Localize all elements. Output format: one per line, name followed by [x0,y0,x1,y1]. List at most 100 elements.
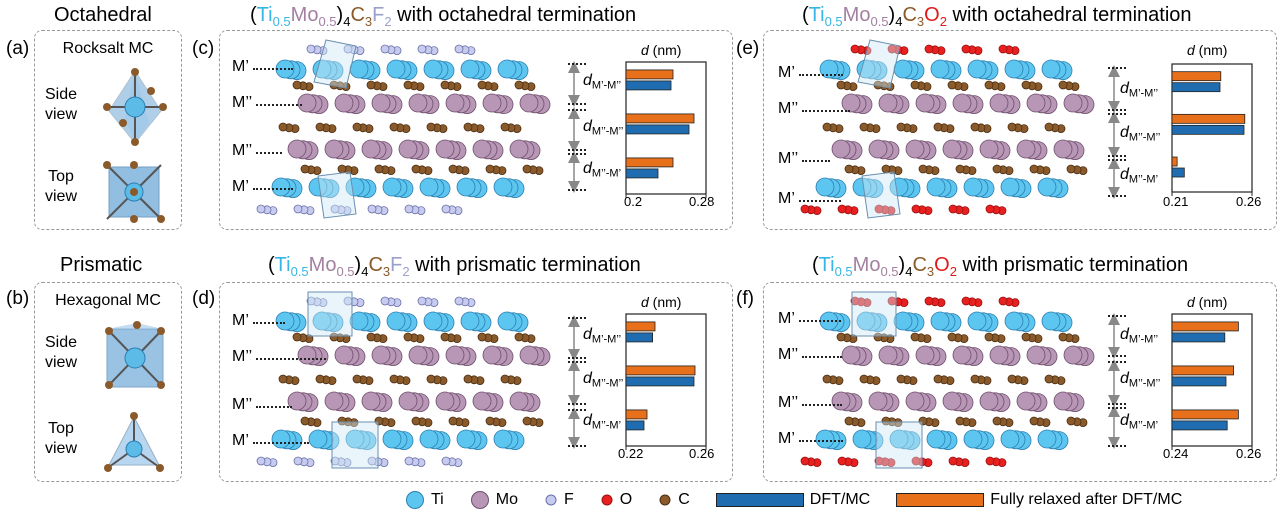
panel-d-layer-1: M’ [232,312,285,329]
mo-atom [979,139,999,159]
panel-c-layer-4: M’ [232,178,293,195]
legend-c: C [678,491,690,508]
ti-atom [460,59,480,79]
panel-b-structure: Hexagonal MC [55,292,161,309]
ti-atom [271,177,291,197]
c-atom [1044,122,1054,132]
coordination-polyhedron [875,421,923,469]
ti-atom [345,177,365,197]
mo-atom [297,93,317,113]
panel-d-tick-min: 0.22 [618,446,644,461]
panel-e-d-label-1: dM’-M’’ [1120,80,1159,100]
ti-atom [275,311,295,331]
ti-atom [926,177,946,197]
panel-c-d-label-2: dM’’-M’’ [583,118,624,138]
dft-bar [625,80,672,91]
c-atom [337,416,347,426]
mo-atom [1063,345,1083,365]
c-atom [970,374,980,384]
f-atom [404,456,414,466]
mo-atom [905,391,925,411]
ti-atom [1041,59,1061,79]
mo-atom [878,345,898,365]
f-atom [306,296,316,306]
mo-atom [519,93,539,113]
mo-atom [989,93,1009,113]
o-atom [837,456,847,466]
dft-bar [1171,82,1221,93]
mo-atom [1026,345,1046,365]
panel-e-layer-1: M’ [778,64,843,81]
c-atom [477,332,487,342]
panel-d-bar-chart [625,313,707,450]
coordination-polyhedron [857,39,901,89]
panel-f-layer-4: M’ [778,430,843,447]
mo-atom [868,391,888,411]
panel-d-label: (d) [192,288,216,309]
c-atom [1007,122,1017,132]
panel-b-top-label: Top view [44,420,77,457]
ti-atom [382,429,402,449]
mo-atom [371,93,391,113]
mo-atom [408,93,428,113]
ti-atom [889,177,909,197]
panel-f-d-label-3: dM’’-M’ [1120,412,1159,432]
relaxed-bar [625,113,695,124]
mo-atom [1016,391,1036,411]
mo-atom [878,93,898,113]
panel-e-title: (Ti0.5Mo0.5)4C3O2 with octahedral termin… [802,4,1192,29]
c-atom [1021,332,1031,342]
panel-e-bar-chart [1171,63,1253,196]
c-atom [859,122,869,132]
panel-f-layer-3: M’’ [778,394,843,411]
panel-c-box [219,30,733,230]
o-atom [924,44,934,54]
panel-e-d-label-3: dM’’-M’ [1120,166,1159,186]
c-atom [836,80,846,90]
mo-atom [1016,139,1036,159]
o-atom [874,204,884,214]
ti-atom [497,59,517,79]
mo-atom [334,93,354,113]
relaxed-bar [1171,409,1239,420]
panel-d-layer-2: M’’ [232,348,327,365]
panel-e-tick-max: 0.26 [1236,194,1262,209]
mo-atom [287,391,307,411]
f-atom [293,204,303,214]
o-atom [924,296,934,306]
mo-atom [482,345,502,365]
panel-d-d-label-2: dM’’-M’’ [583,370,624,390]
prism-side-illustration [105,321,165,389]
mo-atom [435,139,455,159]
mo-atom [952,345,972,365]
mo-atom [1026,93,1046,113]
c-atom [426,374,436,384]
c-atom [896,122,906,132]
ti-atom [423,311,443,331]
c-atom [896,374,906,384]
ti-atom [1041,311,1061,331]
c-atom [910,332,920,342]
ti-atom [967,59,987,79]
mo-atom [445,345,465,365]
mo-atom [324,139,344,159]
f-atom [441,456,451,466]
c-atom [448,416,458,426]
mo-atom [398,391,418,411]
c-atom [374,164,384,174]
f-atom [256,204,266,214]
c-atom [1029,416,1039,426]
c-atom [992,164,1002,174]
f-atom [330,456,340,466]
ti-atom [419,177,439,197]
panel-d-tick-max: 0.26 [689,446,715,461]
legend-relaxed-swatch [896,493,985,507]
c-atom [463,122,473,132]
c-atom [947,80,957,90]
mo-atom [1053,139,1073,159]
panel-f-bar-chart [1171,313,1253,450]
panel-f-d-label-2: dM’’-M’’ [1120,370,1161,390]
panel-b-heading: Prismatic [60,254,143,276]
mo-atom [334,345,354,365]
